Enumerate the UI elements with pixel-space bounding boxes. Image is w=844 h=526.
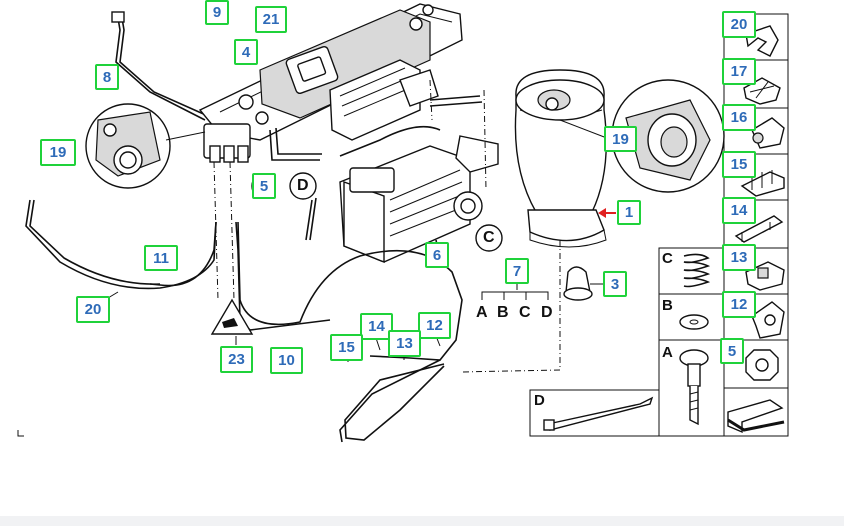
- small-clips-center: [347, 335, 441, 362]
- panel-label-b: B: [662, 297, 673, 314]
- panel-bolt-a: [679, 349, 709, 426]
- kit-label-d: D: [541, 304, 553, 321]
- kit-bracket-7: [481, 283, 549, 300]
- corner-mark: [17, 430, 24, 437]
- panel-part-5: [745, 349, 779, 381]
- zoom-detail-19-right: [559, 79, 725, 193]
- pipe-8: [111, 11, 209, 121]
- callout-16[interactable]: 16: [722, 104, 756, 131]
- label-d-circle: D: [297, 177, 309, 194]
- valve-block-assembly: [198, 3, 483, 161]
- callout-7[interactable]: 7: [505, 258, 529, 284]
- panel-part-14: [734, 215, 784, 243]
- callout-1[interactable]: 1: [617, 200, 641, 225]
- panel-part-16: [751, 117, 785, 149]
- callout-20-right[interactable]: 20: [722, 11, 756, 38]
- kit-label-a: A: [476, 304, 488, 321]
- callout-4[interactable]: 4: [234, 39, 258, 65]
- kit-label-c: C: [519, 304, 531, 321]
- callout-14-right[interactable]: 14: [722, 197, 756, 224]
- cable-11: [25, 199, 217, 305]
- callout-12-center[interactable]: 12: [418, 312, 451, 339]
- callout-15-right[interactable]: 15: [722, 151, 756, 178]
- panel-arrow-icon: [727, 399, 785, 434]
- d-label-circle: [289, 172, 317, 200]
- footer-bar: [0, 516, 844, 526]
- panel-cable-tie-d: [543, 396, 654, 431]
- callout-9[interactable]: 9: [205, 0, 229, 25]
- panel-spring-c: [683, 253, 711, 288]
- panel-washer-b: [679, 314, 709, 330]
- callout-8[interactable]: 8: [95, 64, 119, 90]
- callout-6[interactable]: 6: [425, 242, 449, 268]
- panel-part-12: [751, 301, 785, 339]
- construction-lines: [429, 79, 561, 373]
- callout-17[interactable]: 17: [722, 58, 756, 85]
- callout-21[interactable]: 21: [255, 6, 287, 33]
- callout-5-right[interactable]: 5: [720, 338, 744, 364]
- kit-label-b: B: [497, 304, 509, 321]
- callout-19-right[interactable]: 19: [604, 126, 637, 152]
- callout-15-center[interactable]: 15: [330, 334, 363, 361]
- callout-19-left[interactable]: 19: [40, 139, 76, 166]
- callout-11[interactable]: 11: [144, 245, 178, 271]
- c-label-circle: [475, 224, 503, 252]
- cap-part-3: [563, 266, 603, 301]
- callout-23[interactable]: 23: [220, 346, 253, 373]
- callout-3[interactable]: 3: [603, 271, 627, 297]
- callout-12-right[interactable]: 12: [722, 291, 756, 318]
- panel-part-15: [740, 170, 785, 197]
- callout-14-center[interactable]: 14: [360, 313, 393, 340]
- panel-label-c: C: [662, 250, 673, 267]
- callout-20-left[interactable]: 20: [76, 296, 110, 323]
- callout-13-center[interactable]: 13: [388, 330, 421, 357]
- callout-5-left[interactable]: 5: [252, 173, 276, 199]
- panel-label-d: D: [534, 392, 545, 409]
- callout-10[interactable]: 10: [270, 347, 303, 374]
- label-c-circle: C: [483, 229, 495, 246]
- air-spring-1: [514, 69, 616, 248]
- callout-13-right[interactable]: 13: [722, 244, 756, 271]
- panel-label-a: A: [662, 344, 673, 361]
- compressor-6: [305, 125, 499, 264]
- zoom-detail-19-left: [85, 103, 206, 189]
- warning-triangle-23: [210, 298, 254, 345]
